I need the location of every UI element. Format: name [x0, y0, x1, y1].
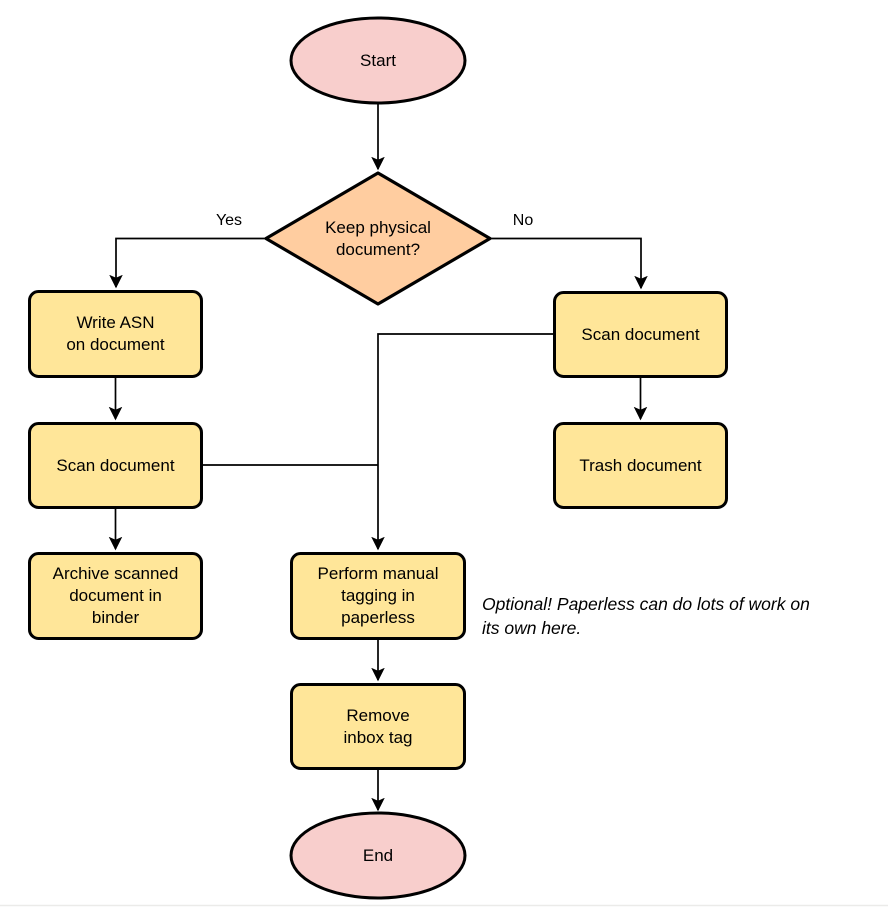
tagging-node-shape — [290, 552, 466, 640]
archive-node-shape — [28, 552, 203, 640]
remove-inbox-node-shape — [290, 683, 466, 770]
scan-left-node-shape — [28, 422, 203, 509]
write-asn-node-shape — [28, 290, 203, 378]
decision-node-shape — [264, 171, 492, 306]
edge-scan-right-to-tagging — [371, 333, 553, 551]
edge-decision-no-to-scan-right — [491, 237, 648, 290]
end-node-shape — [289, 811, 467, 900]
edge-decision-yes-to-write-asn — [109, 237, 265, 289]
trash-node-shape — [553, 422, 728, 509]
scan-right-node-shape — [553, 291, 728, 378]
start-node-shape — [289, 16, 467, 105]
